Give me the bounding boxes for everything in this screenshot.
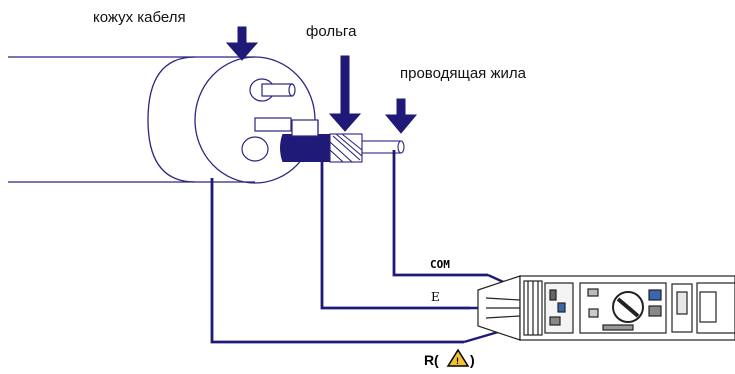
label-jacket: кожух кабеля xyxy=(93,9,186,26)
test-leads xyxy=(210,150,488,344)
label-conductor: проводящая жила xyxy=(400,65,527,82)
lead-label-e: E xyxy=(431,290,440,304)
lead-label-r: R ( ! ) xyxy=(424,348,475,368)
arrow-conductor xyxy=(384,98,418,134)
lead-wire-e xyxy=(320,160,470,310)
arrow-foil xyxy=(328,55,362,132)
tester-probe xyxy=(463,273,735,344)
svg-text:!: ! xyxy=(456,356,459,366)
label-foil: фольга xyxy=(306,23,357,40)
svg-text:(: ( xyxy=(434,352,439,368)
svg-text:): ) xyxy=(470,352,475,368)
lead-label-com: COM xyxy=(430,258,450,271)
lead-wire-r xyxy=(210,178,464,344)
svg-text:R: R xyxy=(424,352,434,368)
bare-conductor xyxy=(361,140,405,154)
arrow-jacket xyxy=(225,26,259,61)
inner-conductors xyxy=(241,78,296,162)
foil-wrap xyxy=(329,133,363,163)
warning-icon xyxy=(446,348,470,367)
lead-wire-com xyxy=(392,150,488,277)
